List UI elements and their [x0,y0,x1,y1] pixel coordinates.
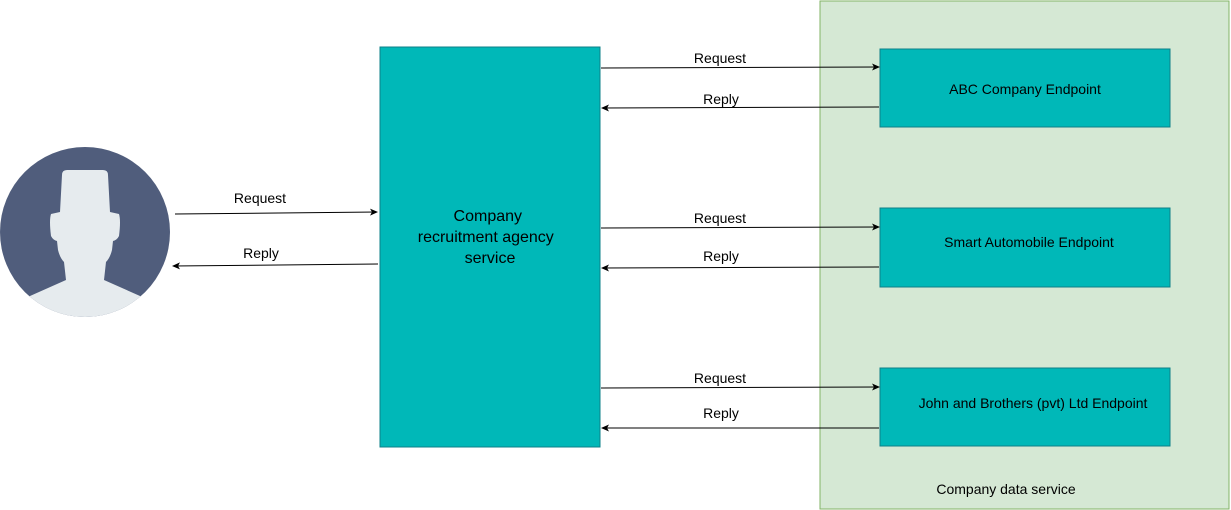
recruitment-agency-service-label: Company recruitment agency service [418,208,559,267]
company-data-service-label: Company data service [936,481,1076,497]
abc-company-endpoint-box [879,48,1171,128]
smart-automobile-reply-label: Reply [703,248,739,264]
john-and-brothers-endpoint-box [879,367,1171,447]
john-and-brothers-request-label: Request [694,370,746,386]
smart-automobile-request-arrow [600,223,880,231]
user-reply-label: Reply [243,245,279,261]
smart-automobile-endpoint-label: Smart Automobile Endpoint [944,234,1114,250]
abc-request-label: Request [694,50,746,66]
agency-label-line-2: recruitment agency [418,229,554,246]
agency-label-line-1: Company [454,208,522,225]
user-request-arrow [174,208,378,216]
john-and-brothers-reply-label: Reply [703,405,739,421]
recruitment-agency-service-box [379,46,601,448]
smart-automobile-reply-arrow [601,264,880,272]
smart-automobile-request-label: Request [694,210,746,226]
abc-reply-arrow [601,104,880,112]
agency-label-line-3: service [465,250,516,267]
user-request-label: Request [234,190,286,206]
john-and-brothers-request-arrow [600,383,880,391]
user-avatar-icon [0,147,170,317]
user-reply-arrow [172,262,379,270]
abc-request-arrow [600,63,880,71]
john-and-brothers-endpoint-label: John and Brothers (pvt) Ltd Endpoint [919,395,1148,411]
abc-company-endpoint-label: ABC Company Endpoint [949,81,1101,97]
smart-automobile-endpoint-box [879,207,1171,288]
abc-reply-label: Reply [703,91,739,107]
